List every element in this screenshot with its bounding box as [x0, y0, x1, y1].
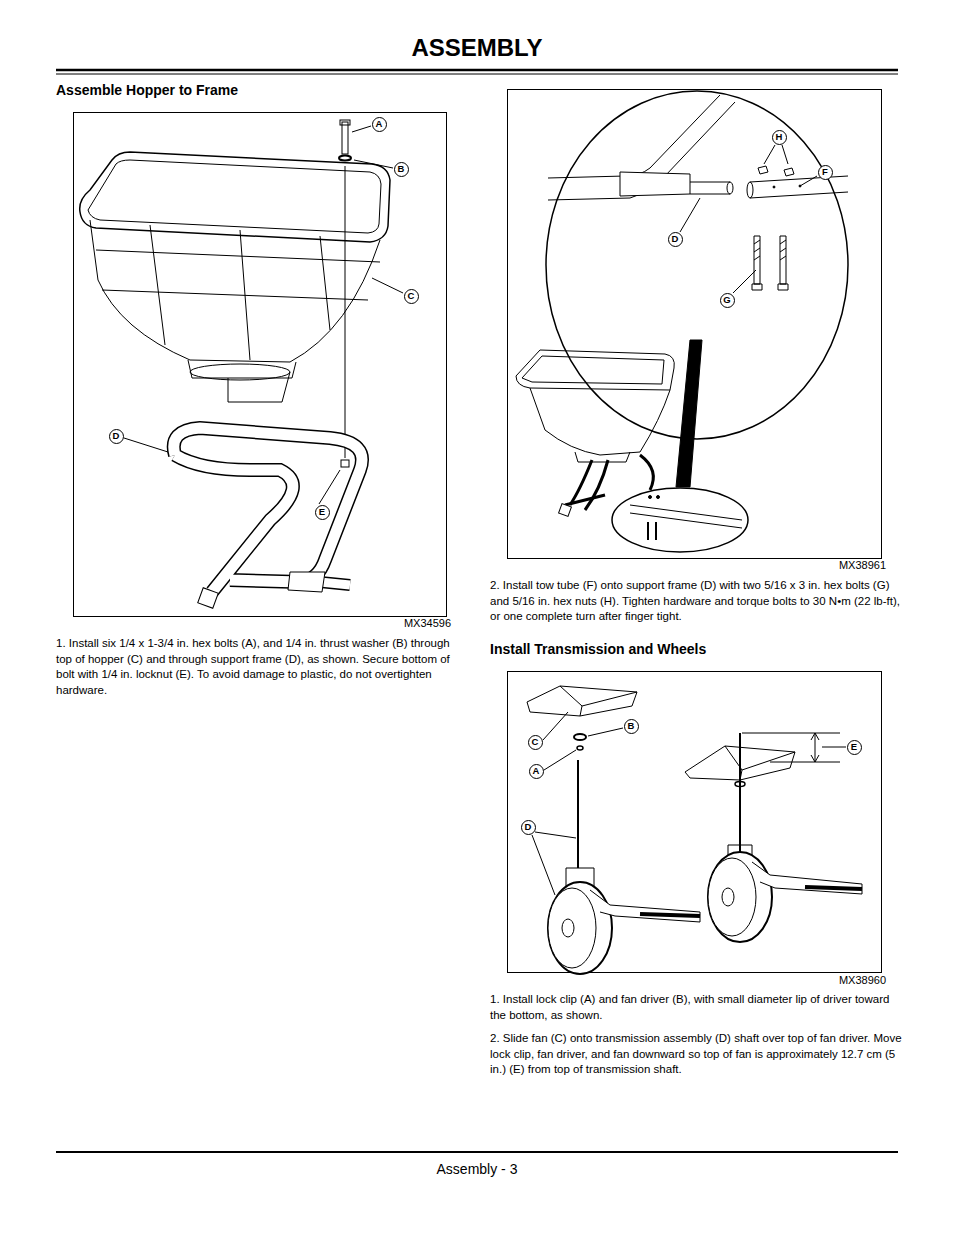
callout-letter: G — [723, 295, 730, 305]
section-heading: Install Transmission and Wheels — [490, 640, 890, 658]
callout-letter: D — [113, 431, 120, 441]
page-footer: Assembly - 3 — [0, 1160, 954, 1178]
callout-circle: E — [847, 740, 862, 755]
callout-circle: C — [404, 289, 419, 304]
callout-letter: B — [628, 721, 635, 731]
callout-letter: A — [533, 766, 540, 776]
callout-circle: B — [394, 162, 409, 177]
callout-circle: A — [372, 117, 387, 132]
page-title: ASSEMBLY — [0, 33, 954, 63]
callout-letter: A — [376, 119, 383, 129]
callout-circle: B — [624, 719, 639, 734]
instruction-text: 2. Slide fan (C) onto transmission assem… — [490, 1031, 902, 1078]
callout-circle: D — [109, 429, 124, 444]
callout-letter: C — [532, 737, 539, 747]
callout-letter: F — [822, 167, 828, 177]
callout-circle: D — [521, 820, 536, 835]
callout-circle: H — [772, 130, 787, 145]
callout-letter: E — [851, 742, 857, 752]
callout-letter: H — [776, 132, 783, 142]
callout-letter: C — [408, 291, 415, 301]
instruction-text: 1. Install lock clip (A) and fan driver … — [490, 992, 902, 1023]
callout-circle: A — [529, 764, 544, 779]
callout-circle: G — [720, 293, 735, 308]
callout-circle: F — [818, 165, 833, 180]
instruction-text: 1. Install six 1/4 x 1-3/4 in. hex bolts… — [56, 636, 464, 698]
callout-circle: C — [528, 735, 543, 750]
callout-letter: B — [398, 164, 405, 174]
figure-code: MX38961 — [780, 558, 886, 572]
callout-circle: D — [668, 232, 683, 247]
callout-letter: E — [319, 507, 325, 517]
figure-code: MX38960 — [780, 973, 886, 987]
callout-letter: D — [525, 822, 532, 832]
callout-letter: D — [672, 234, 679, 244]
instruction-text: 2. Install tow tube (F) onto support fra… — [490, 578, 902, 625]
section-heading: Assemble Hopper to Frame — [56, 81, 456, 99]
figure-code: MX34596 — [346, 616, 451, 630]
callout-circle: E — [315, 505, 330, 520]
